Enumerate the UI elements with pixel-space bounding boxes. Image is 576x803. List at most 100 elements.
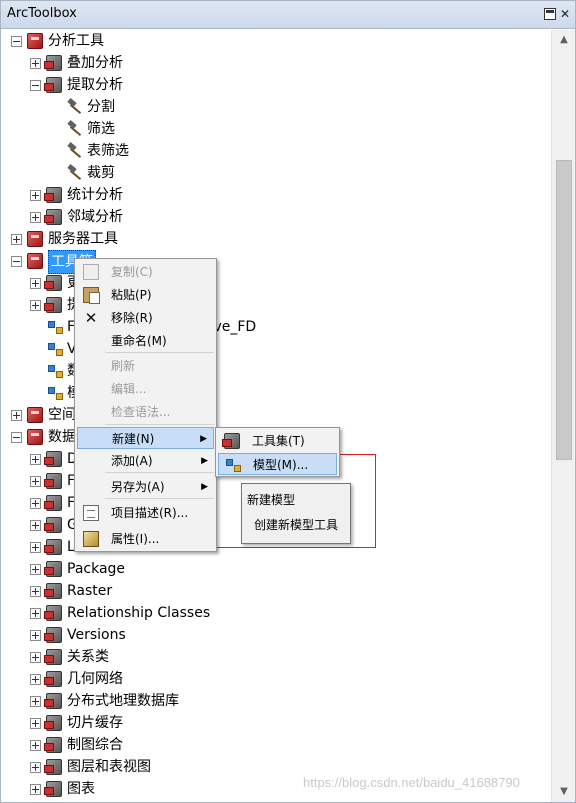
tree-item[interactable]: 几何网络 xyxy=(1,668,551,690)
context-menu-item[interactable]: 粘贴(P) xyxy=(77,284,214,306)
tree-item[interactable]: 图表 xyxy=(1,778,551,800)
model-icon xyxy=(47,385,63,401)
scroll-up-arrow-icon[interactable]: ▲ xyxy=(560,34,568,45)
context-menu-item-label: 复制(C) xyxy=(111,265,153,279)
tree-item[interactable]: 空间 xyxy=(1,404,551,426)
context-menu-item[interactable]: 重命名(M) xyxy=(77,330,214,352)
auto-hide-pin-icon[interactable] xyxy=(544,8,556,20)
tree-item[interactable]: 叠加分析 xyxy=(1,52,551,74)
tree-item[interactable]: 分布式地理数据库 xyxy=(1,690,551,712)
tree-item[interactable]: 数据 xyxy=(1,426,551,448)
expand-plus-icon[interactable] xyxy=(30,520,41,531)
expand-plus-icon[interactable] xyxy=(30,190,41,201)
expand-plus-icon[interactable] xyxy=(30,784,41,795)
tree-item[interactable]: G xyxy=(1,514,551,536)
context-menu-item[interactable]: 项目描述(R)... xyxy=(77,502,214,524)
tree-item[interactable]: F xyxy=(1,492,551,514)
context-menu-item-label: 检查语法... xyxy=(111,405,171,419)
expand-plus-icon[interactable] xyxy=(11,234,22,245)
expand-plus-icon[interactable] xyxy=(30,542,41,553)
tree-item[interactable]: 制图综合 xyxy=(1,734,551,756)
toolset-icon xyxy=(44,715,62,731)
context-menu-item[interactable]: 添加(A) ▶ xyxy=(77,450,214,472)
submenu-item[interactable]: 工具集(T) xyxy=(218,430,337,452)
tree-item[interactable]: 提取分析 xyxy=(1,74,551,96)
collapse-minus-icon[interactable] xyxy=(30,80,41,91)
context-menu-item[interactable]: 属性(I)... xyxy=(77,528,214,550)
vertical-scrollbar[interactable]: ▲ ▼ xyxy=(551,30,575,802)
copy-icon xyxy=(83,264,99,280)
collapse-minus-icon[interactable] xyxy=(11,256,22,267)
close-icon[interactable]: ✕ xyxy=(559,7,571,21)
tree-item[interactable]: 图层和表视图 xyxy=(1,756,551,778)
expand-plus-icon[interactable] xyxy=(30,674,41,685)
expand-plus-icon[interactable] xyxy=(30,58,41,69)
tree-item[interactable]: 分割 xyxy=(1,96,551,118)
tree-item[interactable]: 分析工具 xyxy=(1,30,551,52)
context-menu-item-label: 添加(A) xyxy=(111,454,153,468)
toolset-icon xyxy=(44,781,62,797)
tree-item[interactable]: 筛选 xyxy=(1,118,551,140)
toolset-icon xyxy=(44,517,62,533)
tree-item-label: F xyxy=(67,319,76,335)
context-menu-item[interactable]: ✕移除(R) xyxy=(77,307,214,329)
expand-plus-icon[interactable] xyxy=(30,696,41,707)
context-menu-item[interactable]: 另存为(A)▶ xyxy=(77,476,214,498)
expand-plus-icon[interactable] xyxy=(30,652,41,663)
context-menu-item-label: 刷新 xyxy=(111,359,136,373)
collapse-minus-icon[interactable] xyxy=(11,432,22,443)
expand-plus-icon[interactable] xyxy=(30,608,41,619)
expand-plus-icon[interactable] xyxy=(30,212,41,223)
toolset-icon xyxy=(44,627,62,643)
tree-item-label: 图表 xyxy=(67,781,95,797)
tree-item[interactable]: 裁剪 xyxy=(1,162,551,184)
collapse-minus-icon[interactable] xyxy=(11,36,22,47)
tree-item[interactable]: 表筛选 xyxy=(1,140,551,162)
expand-plus-icon[interactable] xyxy=(30,564,41,575)
submenu-arrow-icon: ▶ xyxy=(201,456,208,466)
tree-item[interactable]: 切片缓存 xyxy=(1,712,551,734)
tree-item[interactable]: 统计分析 xyxy=(1,184,551,206)
tree-item-label: F xyxy=(67,495,76,511)
tree-item[interactable]: V xyxy=(1,338,551,360)
toolset-icon xyxy=(44,55,62,71)
toolset-icon xyxy=(44,495,62,511)
hammer-tool-icon xyxy=(67,121,83,137)
context-menu-item: 检查语法... xyxy=(77,401,214,423)
context-menu-item[interactable]: 新建(N)▶ xyxy=(77,427,214,449)
hammer-tool-icon xyxy=(67,99,83,115)
item-description-icon xyxy=(83,505,99,521)
expand-plus-icon[interactable] xyxy=(30,498,41,509)
tree-item-label: Relationship Classes xyxy=(67,605,211,621)
expand-plus-icon[interactable] xyxy=(11,410,22,421)
tree-item[interactable]: F xyxy=(1,470,551,492)
expand-plus-icon[interactable] xyxy=(30,476,41,487)
tree-item[interactable]: 服务器工具 xyxy=(1,228,551,250)
tree-item[interactable]: 关系类 xyxy=(1,646,551,668)
expand-plus-icon[interactable] xyxy=(30,630,41,641)
tree-item[interactable]: Relationship Classes xyxy=(1,602,551,624)
expand-plus-icon[interactable] xyxy=(30,740,41,751)
expand-plus-icon[interactable] xyxy=(30,300,41,311)
tree-item-label: 分割 xyxy=(87,99,115,115)
expand-plus-icon[interactable] xyxy=(30,586,41,597)
scroll-down-arrow-icon[interactable]: ▼ xyxy=(560,786,568,797)
tree-item-label: V xyxy=(67,341,77,357)
expand-plus-icon[interactable] xyxy=(30,718,41,729)
context-menu: 复制(C)粘贴(P)✕移除(R)重命名(M)刷新编辑...检查语法...新建(N… xyxy=(74,258,217,552)
tree-item[interactable]: D xyxy=(1,448,551,470)
tree-item[interactable]: L xyxy=(1,536,551,558)
tree-item[interactable]: Raster xyxy=(1,580,551,602)
hammer-tool-icon xyxy=(67,143,83,159)
expand-plus-icon[interactable] xyxy=(30,454,41,465)
tree-item[interactable]: Versions xyxy=(1,624,551,646)
toolset-icon xyxy=(44,737,62,753)
tree-item[interactable]: Package xyxy=(1,558,551,580)
new-submenu: 工具集(T)模型(M)... xyxy=(215,427,340,477)
tree-item[interactable]: 邻域分析 xyxy=(1,206,551,228)
expand-plus-icon[interactable] xyxy=(30,278,41,289)
expand-plus-icon[interactable] xyxy=(30,762,41,773)
submenu-item[interactable]: 模型(M)... xyxy=(218,453,337,475)
scrollbar-thumb[interactable] xyxy=(556,160,572,460)
submenu-arrow-icon: ▶ xyxy=(200,434,207,444)
